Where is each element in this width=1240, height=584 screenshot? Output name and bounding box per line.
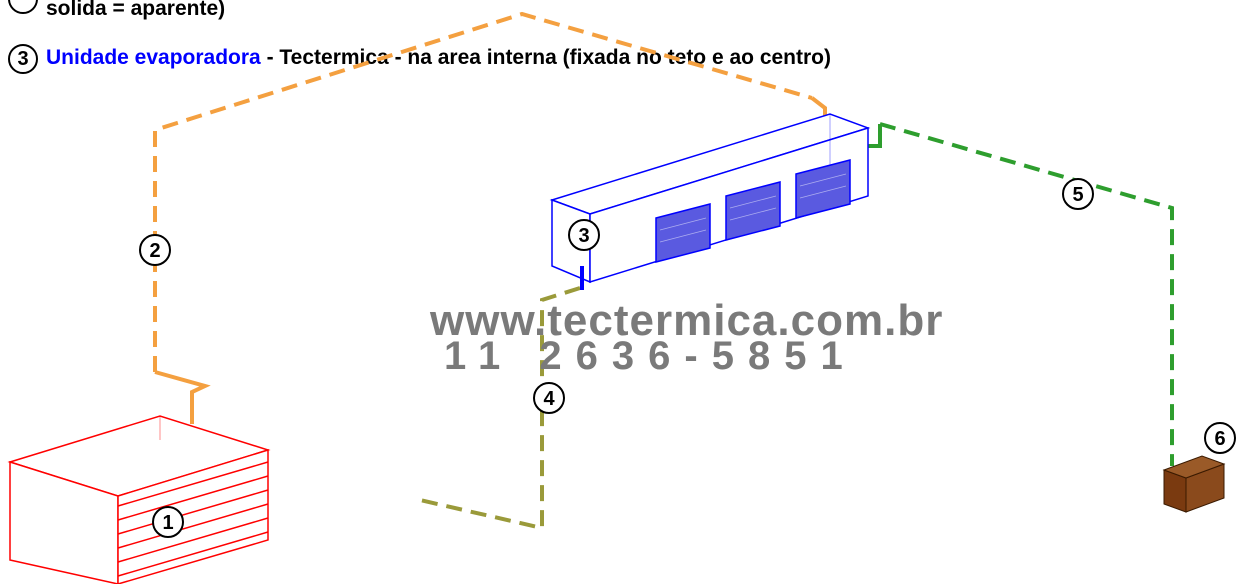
legend-highlight-evaporator: Unidade evaporadora [46,46,261,69]
evaporator-vent-1 [655,203,711,263]
evaporator-unit [549,113,871,290]
refrigerant-line-solid-lower [154,370,211,424]
condenser-grille-lines [117,461,269,577]
marker-4: 4 [533,382,565,414]
refrigerant-line [153,11,827,424]
drain-line [419,286,581,531]
condenser-unit [7,415,271,584]
marker-1-label: 1 [162,512,173,534]
evaporator-vent-3 [795,159,851,219]
watermark-phone: 11 2636-5851 [444,334,857,378]
control-box [1162,455,1226,513]
marker-3: 3 [568,219,600,251]
watermark-url: www.tectermica.com.br [430,296,944,345]
control-box-top [1162,455,1226,479]
evaporator-vent-2 [725,181,781,241]
refrigerant-line-solid [810,96,827,118]
marker-3-label: 3 [578,225,589,247]
marker-2: 2 [139,234,171,266]
legend-badge-3: 3 [8,44,38,74]
marker-2-label: 2 [149,240,160,262]
marker-6: 6 [1204,422,1236,454]
drain-line-dashed [419,286,581,531]
marker-4-label: 4 [543,388,555,410]
marker-5: 5 [1062,178,1094,210]
control-line [868,122,1174,466]
evaporator-vents [655,159,851,263]
marker-5-label: 5 [1072,184,1083,206]
evaporator-vent-hatching [659,173,847,243]
refrigerant-line-dashed [153,11,813,372]
condenser-front-face [9,460,119,584]
marker-6-label: 6 [1214,428,1225,450]
control-line-solid [868,124,882,148]
marker-1: 1 [152,506,184,538]
control-line-dashed [879,122,1174,466]
legend-line-2-tail: solida = aparente) [46,0,226,20]
